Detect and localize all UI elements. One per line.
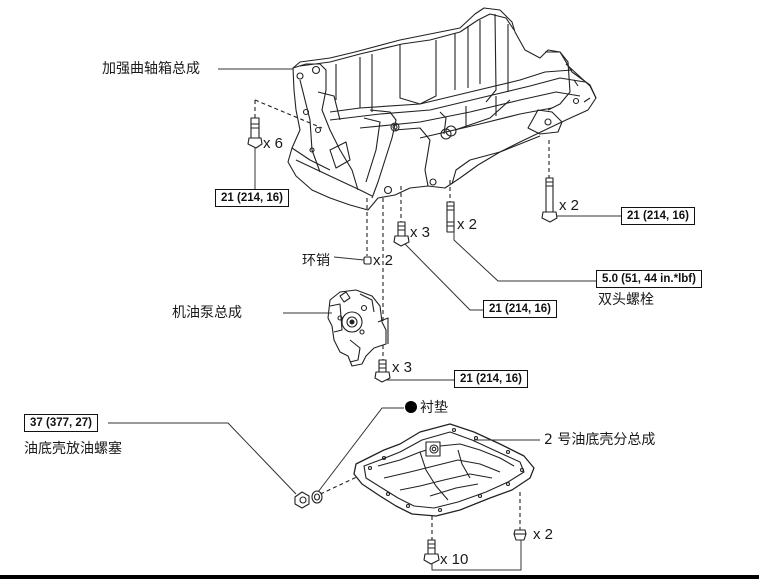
qty-oil-pan-bolts: x 10 — [440, 551, 469, 568]
torque-stud-bolt: 5.0 (51, 44 in.*lbf) — [596, 270, 702, 288]
qty-crankcase-center-bolts: x 3 — [410, 224, 431, 241]
torque-oil-pump-bolts: 21 (214, 16) — [454, 370, 529, 388]
qty-oil-pump-bolts: x 3 — [392, 359, 413, 376]
drain-plug-icon — [294, 491, 310, 509]
oil-pump-illustration — [327, 289, 389, 367]
qty-ring-pin: x 2 — [373, 252, 394, 269]
bolt-oil-pan-icon — [423, 539, 440, 565]
torque-crankcase-left-bolts: 21 (214, 16) — [215, 189, 290, 207]
label-gasket: 衬垫 — [405, 400, 448, 416]
qty-stud-bolts: x 2 — [457, 216, 478, 233]
label-oil-pan-2-assembly: 2 号油底壳分总成 — [544, 432, 656, 448]
qty-crankcase-left-bolts: x 6 — [263, 135, 284, 152]
stud-bolt-icon — [446, 201, 455, 233]
torque-crankcase-center-bolts: 21 (214, 16) — [483, 300, 558, 318]
label-stud-bolt: 双头螺栓 — [598, 292, 654, 308]
torque-crankcase-right-bolts: 21 (214, 16) — [621, 207, 696, 225]
leader-lines — [108, 68, 621, 571]
torque-drain-plug: 37 (377, 27) — [24, 414, 99, 432]
bolt-crankcase-right-icon — [541, 177, 558, 223]
label-crankcase-assembly: 加强曲轴箱总成 — [102, 61, 200, 77]
label-drain-plug: 油底壳放油螺塞 — [24, 441, 122, 457]
bolt-oil-pump-icon — [374, 359, 391, 383]
ring-pin-icon — [363, 256, 372, 265]
page-bottom-border — [0, 575, 759, 579]
non-reusable-part-icon — [405, 401, 417, 413]
bolt-crankcase-center-icon — [393, 221, 410, 247]
crankcase-assembly-illustration — [287, 7, 597, 211]
qty-crankcase-right-bolts: x 2 — [559, 197, 580, 214]
nut-oil-pan-icon — [513, 529, 527, 541]
bolt-crankcase-left-icon — [247, 117, 263, 149]
gasket-icon — [311, 490, 323, 504]
gasket-label-text: 衬垫 — [420, 400, 448, 416]
qty-oil-pan-nuts: x 2 — [533, 526, 554, 543]
oil-pan-illustration — [353, 423, 535, 517]
label-oil-pump-assembly: 机油泵总成 — [172, 305, 242, 321]
label-ring-pin: 环销 — [302, 253, 330, 269]
